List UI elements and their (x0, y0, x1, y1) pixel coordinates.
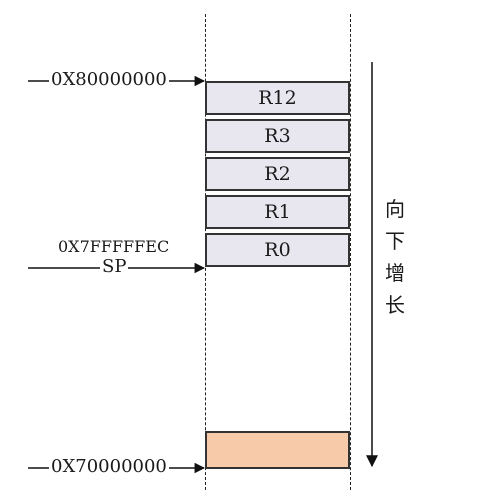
stack-cell-r2: R2 (205, 157, 350, 191)
stack-cell-r3: R3 (205, 119, 350, 153)
growth-char: 下 (385, 229, 405, 253)
growth-char: 向 (385, 197, 405, 221)
growth-char: 增 (385, 261, 405, 285)
growth-direction-label: 向 下 增 长 (383, 193, 407, 321)
top-address-label: 0X80000000 (49, 69, 169, 90)
stack-cell-label: R2 (264, 163, 291, 185)
stack-cell-label: R3 (264, 125, 291, 147)
stack-bottom-cell (205, 431, 350, 469)
stack-cell-r1: R1 (205, 195, 350, 229)
stack-cell-label: R12 (258, 87, 297, 109)
bottom-address-label: 0X70000000 (49, 456, 169, 477)
growth-char: 长 (385, 293, 405, 317)
right-dashed-guide (350, 14, 351, 490)
stack-cell-r0: R0 (205, 233, 350, 267)
stack-cell-r12: R12 (205, 81, 350, 115)
stack-cell-label: R1 (264, 201, 291, 223)
sp-address-value: 0X7FFFFFEC (58, 237, 170, 256)
stack-cell-label: R0 (264, 239, 291, 261)
sp-label: SP (100, 256, 129, 277)
